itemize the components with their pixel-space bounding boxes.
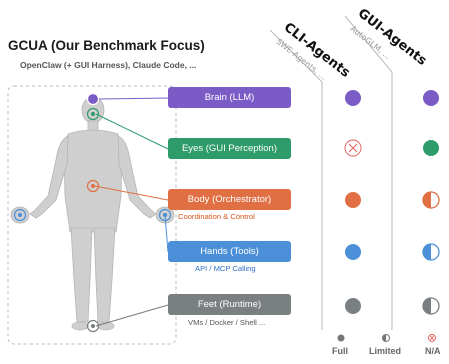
page-title: GCUA (Our Benchmark Focus) <box>8 38 205 53</box>
eyes-pill: Eyes (GUI Perception) <box>168 138 291 159</box>
hands-pill: Hands (Tools) <box>168 241 291 262</box>
cli-eyes-na-mark <box>344 139 362 157</box>
gui-column-divider <box>344 15 393 330</box>
feet-pill: Feet (Runtime) <box>168 294 291 315</box>
gui-hands-limited-mark <box>422 243 440 261</box>
page-subtitle: OpenClaw (+ GUI Harness), Claude Code, .… <box>20 60 197 70</box>
legend-limited-label: Limited <box>369 346 402 356</box>
eyes-connector <box>95 113 169 150</box>
gui-brain-full-mark <box>423 90 439 106</box>
brain-pill: Brain (LLM) <box>168 87 291 108</box>
right-hand-marker <box>158 208 172 222</box>
cli-body-full-mark <box>345 192 361 208</box>
gui-feet-limited-mark <box>422 297 440 315</box>
body-marker <box>86 179 100 193</box>
body-connector <box>94 185 169 201</box>
cli-column-divider <box>269 29 323 330</box>
feet-sublabel: VMs / Docker / Shell ... <box>188 318 266 327</box>
brain-marker <box>86 92 100 106</box>
feet-marker <box>86 319 100 333</box>
feet-connector <box>95 304 169 327</box>
gui-eyes-full-mark <box>423 140 439 156</box>
left-hand-marker <box>13 208 27 222</box>
cli-brain-full-mark <box>345 90 361 106</box>
brain-connector <box>96 97 169 100</box>
gui-body-limited-mark <box>422 191 440 209</box>
legend-full-icon <box>337 334 345 342</box>
figure-frame <box>7 85 177 345</box>
eyes-marker <box>86 107 100 121</box>
legend-na-label: N/A <box>425 346 441 356</box>
body-pill: Body (Orchestrator) <box>168 189 291 210</box>
body-sublabel: Coordination & Control <box>178 212 255 221</box>
cli-hands-full-mark <box>345 244 361 260</box>
hands-connector <box>164 214 169 253</box>
human-figure <box>29 96 157 331</box>
cli-feet-full-mark <box>345 298 361 314</box>
legend-limited-icon <box>382 334 390 342</box>
hands-sublabel: API / MCP Calling <box>195 264 256 273</box>
legend-full-label: Full <box>332 346 348 356</box>
legend-na-icon <box>428 334 436 342</box>
